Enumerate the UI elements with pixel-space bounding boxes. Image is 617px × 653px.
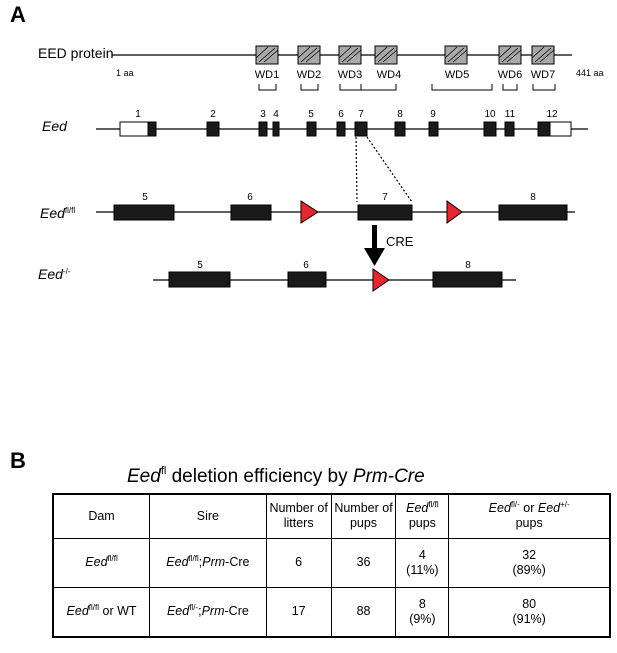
table-row: Eedfl/fl Eedfl/fl;Prm-Cre 6 36 4(11%) 32… xyxy=(52,537,611,588)
exon-11 xyxy=(504,121,515,137)
wd7-label: WD7 xyxy=(531,69,555,81)
deleted-exon-8 xyxy=(432,271,503,288)
gene-diagram: 1 aa 441 aa WD1 WD2 WD3 WD4 WD5 WD6 WD7 xyxy=(96,45,604,292)
panel-a-letter: A xyxy=(10,2,26,27)
header-sire: Sire xyxy=(149,493,267,539)
header-dam: Dam xyxy=(52,493,151,539)
svg-text:5: 5 xyxy=(197,260,203,271)
svg-text:6: 6 xyxy=(303,260,309,271)
table-row: Eedfl/fl or WT Eedfl/-;Prm-Cre 17 88 8(9… xyxy=(52,586,611,638)
svg-text:8: 8 xyxy=(465,260,471,271)
domain-exon-brackets xyxy=(258,84,556,91)
protein-end-label: 441 aa xyxy=(576,68,604,78)
eed-floxed-track: 5 6 7 8 xyxy=(96,192,575,224)
svg-text:5: 5 xyxy=(142,192,148,203)
panel-b-letter: B xyxy=(10,448,26,473)
deleted-exon-5 xyxy=(168,271,231,288)
svg-text:1: 1 xyxy=(135,109,141,120)
svg-text:11: 11 xyxy=(505,109,516,120)
cre-arrow: CRE xyxy=(364,225,414,266)
exon-4 xyxy=(272,121,280,137)
svg-text:9: 9 xyxy=(430,109,436,120)
protein-start-label: 1 aa xyxy=(116,68,134,78)
svg-text:5: 5 xyxy=(308,109,314,120)
loxp-site-2 xyxy=(446,200,463,224)
wd3-label: WD3 xyxy=(338,69,362,81)
row2-dam: Eedfl/fl or WT xyxy=(52,586,151,638)
eed-gene-label: Eed xyxy=(42,118,67,134)
wd6-label: WD6 xyxy=(498,69,522,81)
header-litters: Number of litters xyxy=(265,493,332,539)
floxed-exon-8 xyxy=(498,204,568,221)
table-title: Eedfl deletion efficiency by Prm-Cre xyxy=(127,465,425,488)
row1-litters: 6 xyxy=(265,537,332,588)
row2-deleted-pups: 80(91%) xyxy=(448,586,611,638)
eed-floxed-label: Eedfl/fl xyxy=(40,205,76,221)
loxp-site-remaining xyxy=(372,268,390,292)
row1-pups: 36 xyxy=(330,537,397,588)
exon-7 xyxy=(354,121,368,137)
wd1-label: WD1 xyxy=(255,69,279,81)
svg-text:6: 6 xyxy=(338,109,344,120)
row1-dam: Eedfl/fl xyxy=(52,537,151,588)
deletion-efficiency-table: Dam Sire Number of litters Number of pup… xyxy=(52,493,611,638)
eed-deleted-label: Eed-/- xyxy=(38,266,71,282)
table-header-row: Dam Sire Number of litters Number of pup… xyxy=(52,493,611,539)
row1-flfl-pups: 4(11%) xyxy=(395,537,450,588)
svg-text:3: 3 xyxy=(260,109,266,120)
eed-gene-track: 1 2 3 4 5 6 7 8 9 10 11 12 xyxy=(96,109,588,203)
row2-pups: 88 xyxy=(330,586,397,638)
svg-text:8: 8 xyxy=(397,109,403,120)
svg-text:8: 8 xyxy=(530,192,536,203)
svg-text:6: 6 xyxy=(247,192,253,203)
floxed-exon-7 xyxy=(357,204,413,221)
svg-text:4: 4 xyxy=(273,109,279,120)
eed-protein-label: EED protein xyxy=(38,45,114,61)
cre-label: CRE xyxy=(386,234,414,249)
header-deleted-pups: Eedfl/- or Eed+/-pups xyxy=(448,493,611,539)
exon-5 xyxy=(306,121,317,137)
svg-text:7: 7 xyxy=(382,192,388,203)
row2-flfl-pups: 8(9%) xyxy=(395,586,450,638)
exon-2 xyxy=(206,121,220,137)
wd5-label: WD5 xyxy=(445,69,469,81)
wd4-label: WD4 xyxy=(377,69,401,81)
row2-sire: Eedfl/-;Prm-Cre xyxy=(149,586,267,638)
exon-6 xyxy=(336,121,346,137)
row1-sire: Eedfl/fl;Prm-Cre xyxy=(149,537,267,588)
svg-text:7: 7 xyxy=(358,109,364,120)
wd2-label: WD2 xyxy=(297,69,321,81)
eed-protein-track: 1 aa 441 aa WD1 WD2 WD3 WD4 WD5 WD6 WD7 xyxy=(112,45,604,91)
exon-8 xyxy=(394,121,406,137)
deleted-exon-6 xyxy=(287,271,327,288)
svg-text:2: 2 xyxy=(210,109,216,120)
loxp-site-1 xyxy=(300,200,319,224)
exon-10 xyxy=(483,121,497,137)
eed-deleted-track: 5 6 8 xyxy=(153,260,516,292)
floxed-exon-6 xyxy=(230,204,272,221)
svg-text:12: 12 xyxy=(546,109,558,120)
row2-litters: 17 xyxy=(265,586,332,638)
header-pups: Number of pups xyxy=(330,493,397,539)
svg-text:10: 10 xyxy=(484,109,496,120)
row1-deleted-pups: 32(89%) xyxy=(448,537,611,588)
exon-9 xyxy=(428,121,439,137)
exon-3 xyxy=(258,121,268,137)
floxed-exon-5 xyxy=(113,204,175,221)
